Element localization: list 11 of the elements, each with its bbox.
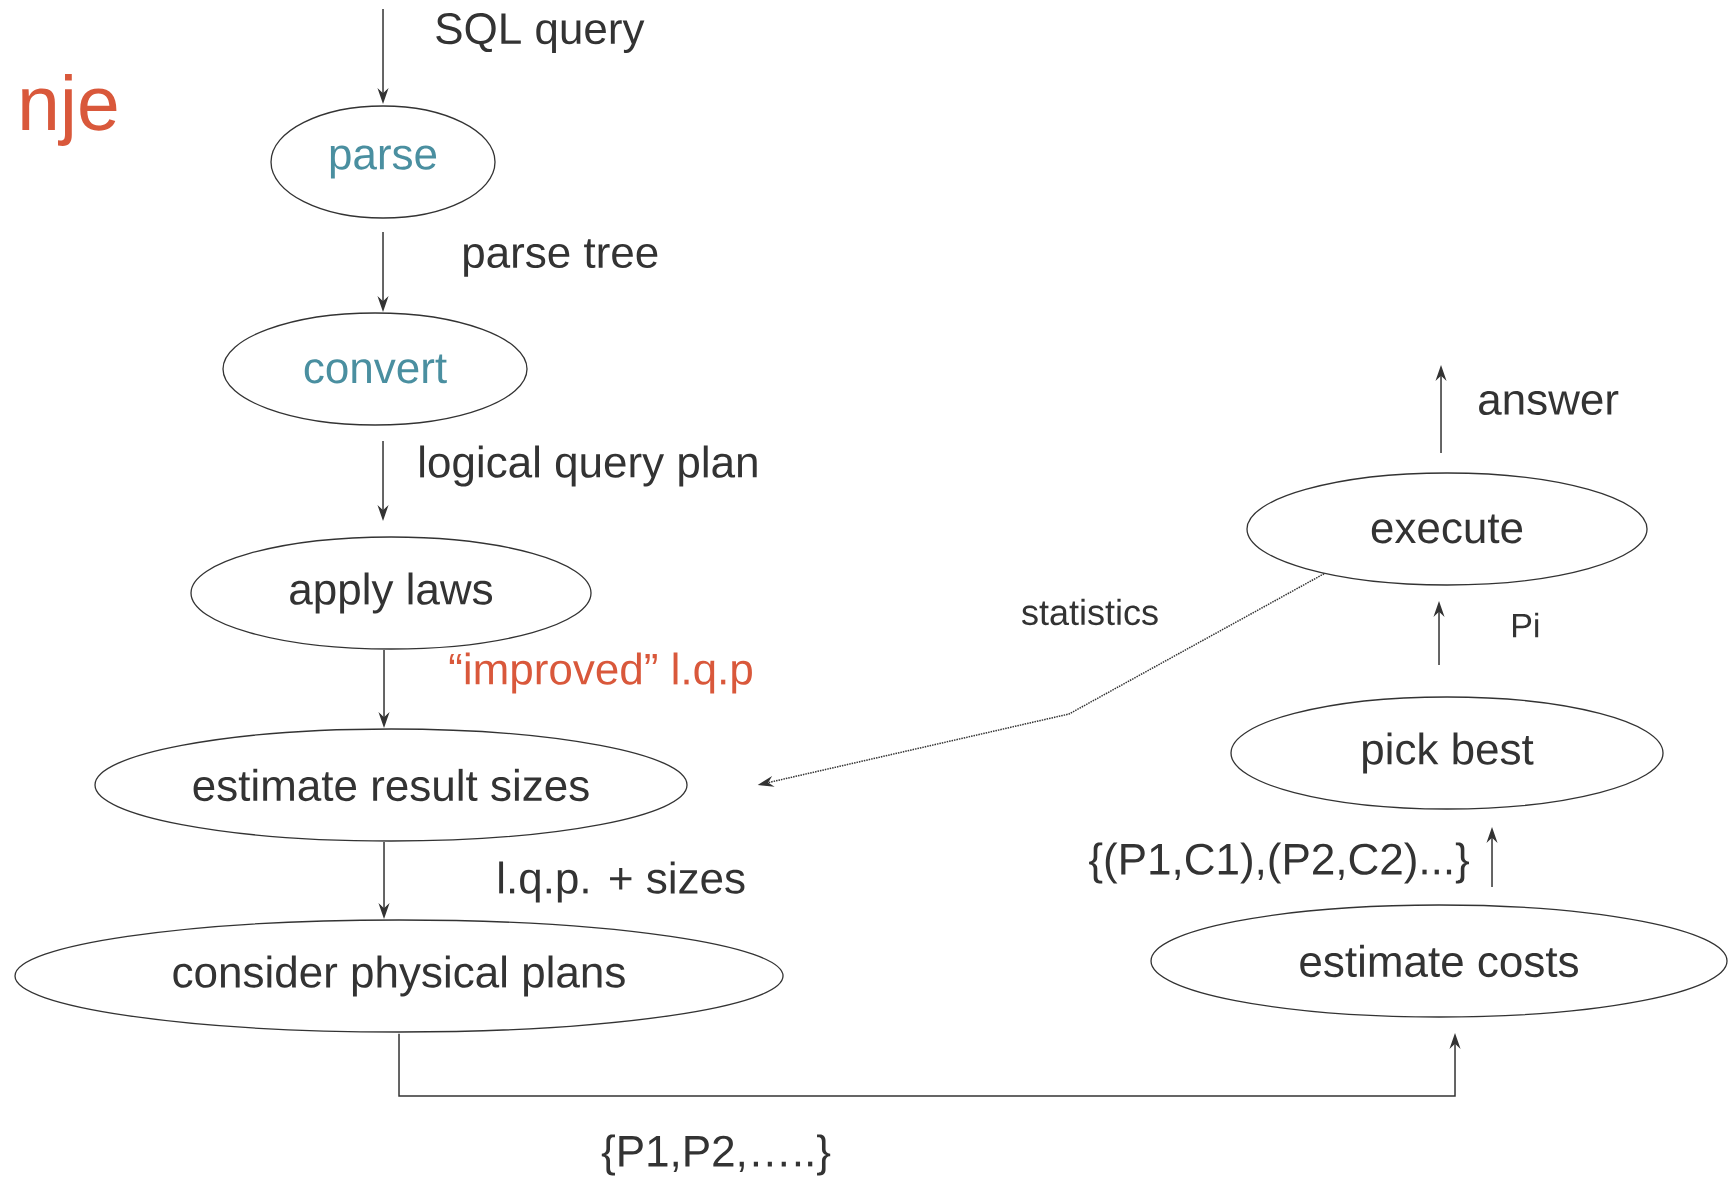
- edge-label: statistics: [1019, 596, 1161, 628]
- edge-label: logical query plan: [415, 443, 762, 489]
- edge-label: Pi: [1508, 610, 1543, 640]
- edge-label: {P1,P2,…..}: [599, 1132, 833, 1178]
- edge-label: “improved” l.q.p: [446, 650, 756, 696]
- edge-label: answer: [1475, 388, 1622, 418]
- edge-label: parse tree: [459, 237, 662, 279]
- edge-label: l.q.p. + sizes: [494, 859, 749, 905]
- edge-label: {(P1,C1),(P2,C2)...}: [1086, 840, 1472, 886]
- title: nje: [22, 74, 117, 146]
- edge-label: SQL query: [432, 11, 647, 55]
